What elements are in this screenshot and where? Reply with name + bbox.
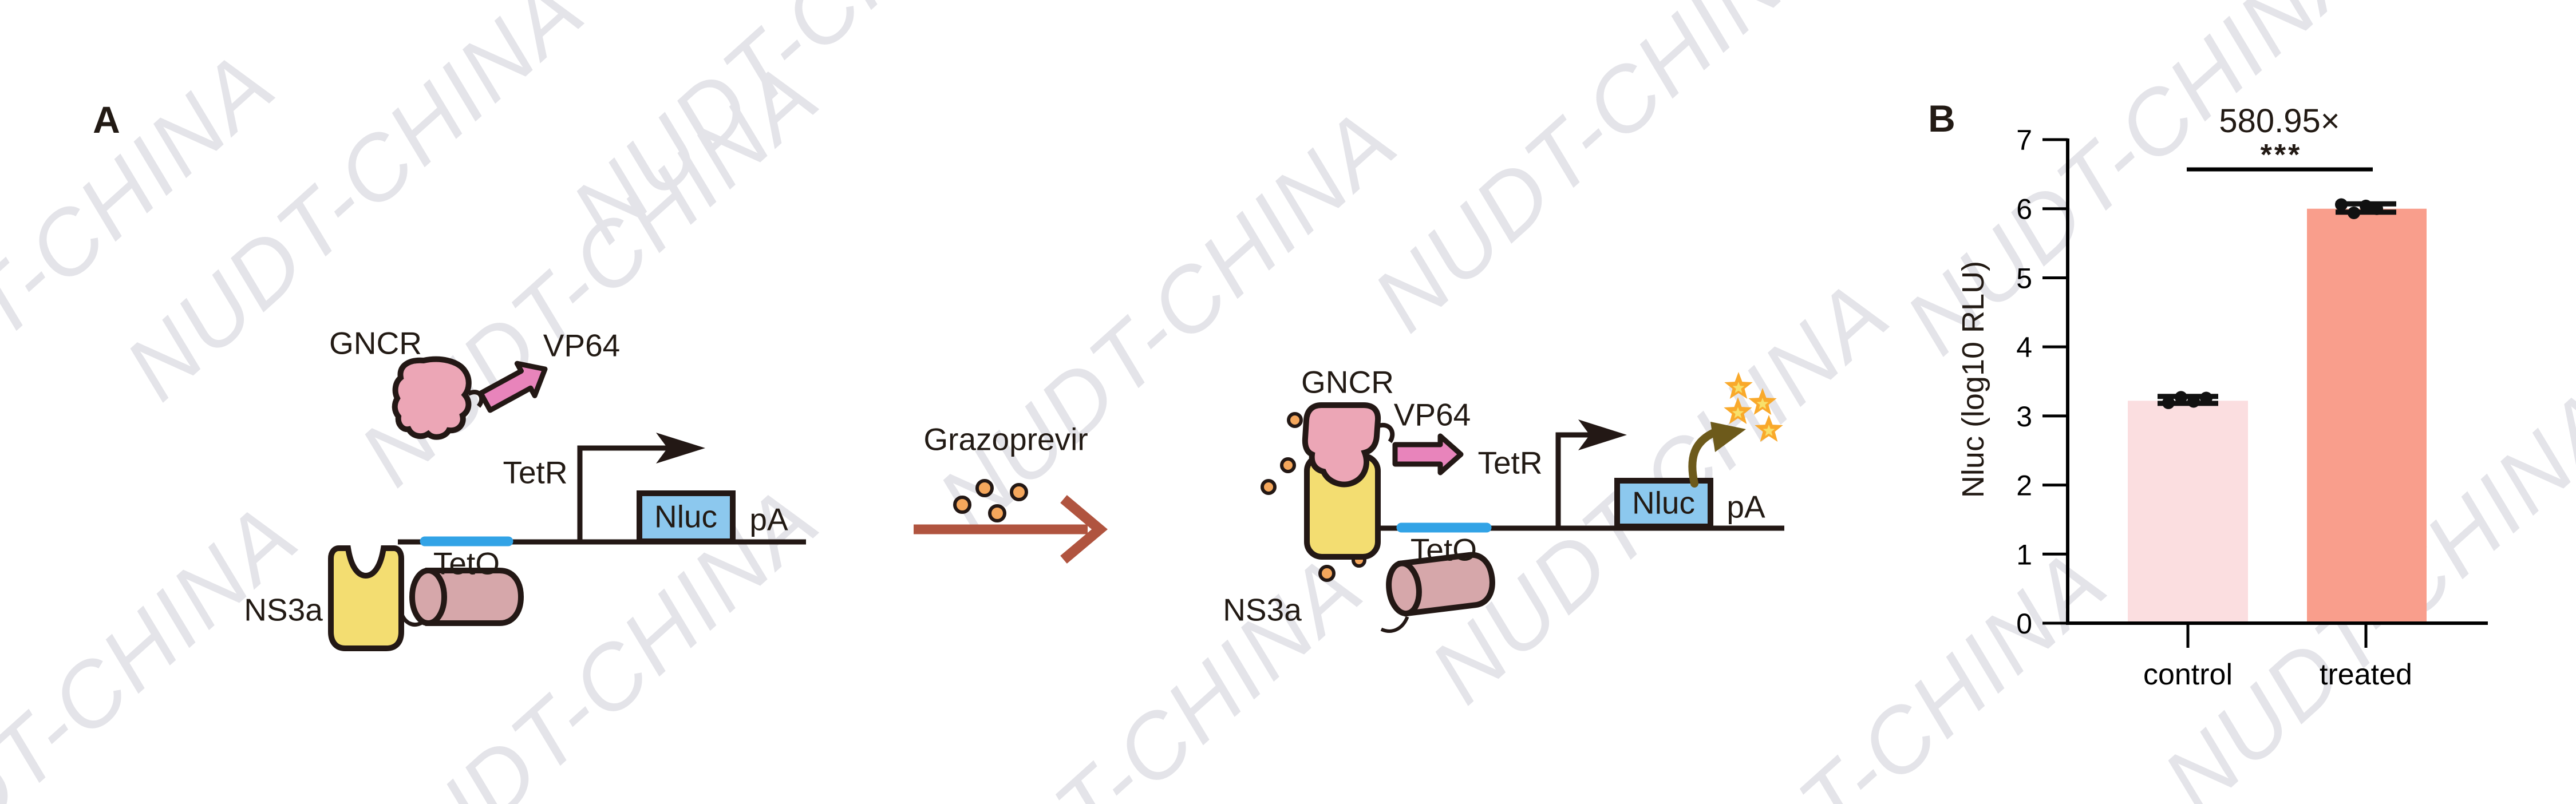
- y-tick-label: 4: [2016, 331, 2032, 363]
- right-construct: [1261, 372, 1784, 633]
- data-point-dot: [2200, 391, 2212, 405]
- data-point-dot: [2360, 199, 2372, 212]
- y-tick-label: 7: [2016, 124, 2032, 156]
- pa-label: pA: [749, 501, 788, 537]
- promoter-arrow: [1555, 432, 1590, 527]
- ns3a-label: NS3a: [244, 592, 323, 628]
- data-point-dot: [2162, 396, 2175, 409]
- y-tick-label: 3: [2016, 401, 2032, 433]
- x-category-label: control: [2143, 658, 2233, 691]
- transition-arrowhead: [1060, 495, 1108, 564]
- tetr-cylinder-face: [1386, 560, 1422, 617]
- y-axis-title: Nluc (log10 RLU): [1956, 260, 1990, 498]
- tetr-cylinder: [425, 568, 524, 626]
- drug-dot: [988, 504, 1006, 522]
- y-tick-label: 6: [2016, 193, 2032, 225]
- data-point-dot: [2187, 395, 2200, 408]
- vp64-arrow: [1392, 433, 1464, 476]
- tetr-label: TetR: [1477, 445, 1543, 481]
- tetr-cylinder-face: [409, 568, 447, 626]
- drug-dot: [1280, 457, 1296, 473]
- nluc-label: Nluc: [1631, 485, 1696, 521]
- y-tick-label: 5: [2016, 262, 2032, 294]
- x-category-label: treated: [2320, 658, 2412, 691]
- ns3a-label: NS3a: [1223, 592, 1302, 628]
- teto-label: TetO: [1410, 532, 1477, 568]
- drug-dot: [1318, 565, 1336, 582]
- gncr-blob: [1302, 402, 1381, 488]
- data-point-dot: [2348, 206, 2360, 219]
- bar-treated: [2307, 208, 2427, 621]
- drug-dot: [1287, 412, 1303, 428]
- nluc-label: Nluc: [654, 498, 718, 534]
- promoter-arrowhead: [1578, 419, 1627, 450]
- vp64-label: VP64: [1393, 397, 1471, 433]
- vp64-arrow: [478, 361, 548, 413]
- teto-label: TetO: [433, 545, 500, 581]
- panel-b-label: B: [1928, 97, 1955, 140]
- tetr-label: TetR: [503, 454, 568, 490]
- panel-a-label: A: [93, 98, 120, 141]
- tetr-cylinder-released: [1380, 552, 1495, 633]
- fold-change-title: 580.95×: [2219, 102, 2340, 140]
- y-tick-label: 2: [2016, 470, 2032, 502]
- y-tick-label: 0: [2016, 608, 2032, 640]
- nluc-gene-box: [637, 490, 736, 544]
- expression-arrow-curve: [1688, 429, 1718, 488]
- left-construct: [328, 356, 806, 651]
- gncr-blob: [392, 356, 472, 440]
- bar-control: [2128, 401, 2248, 621]
- pa-label: pA: [1726, 489, 1765, 525]
- significance-stars: ***: [2260, 138, 2302, 172]
- data-point-dot: [2175, 391, 2187, 404]
- vp64-label: VP64: [543, 327, 621, 363]
- promoter-arrowhead: [656, 433, 705, 464]
- drug-dot: [953, 496, 971, 514]
- drug-dot: [975, 479, 994, 497]
- data-point-dot: [2370, 202, 2383, 215]
- inducer-transition: [914, 479, 1108, 564]
- y-tick-label: 1: [2016, 538, 2032, 571]
- tetr-cylinder: [1397, 552, 1495, 617]
- bar-chart: 0 1 2 3 4 5 6 7 control treated: [2016, 124, 2488, 691]
- drug-dot: [1261, 479, 1277, 495]
- tetr-tail-curve: [1380, 616, 1409, 633]
- gncr-vp64-linker: [1377, 422, 1395, 443]
- promoter-arrow: [577, 445, 669, 541]
- data-point-dot: [2335, 198, 2348, 211]
- ns3a-shape: [328, 545, 404, 651]
- nluc-gene-box: [1614, 478, 1713, 529]
- gncr-label: GNCR: [1301, 364, 1394, 400]
- grazoprevir-label: Grazoprevir: [923, 421, 1088, 457]
- gncr-label: GNCR: [329, 325, 422, 361]
- drug-dot: [1010, 483, 1028, 501]
- expression-arrowhead: [1710, 422, 1746, 452]
